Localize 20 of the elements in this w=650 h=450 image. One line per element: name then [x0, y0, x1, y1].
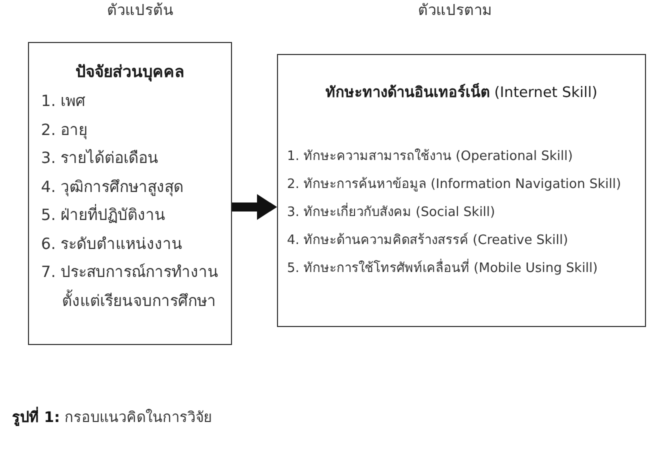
column-heading: ตัวแปรตาม: [418, 0, 492, 20]
list-item: 3. รายได้ต่อเดือน: [41, 148, 159, 170]
list-item: 4. ทักษะด้านความคิดสร้างสรรค์ (Creative Skill): [287, 232, 568, 250]
list-item: 3. ทักษะเกี่ยวกับสังคม (Social Skill): [287, 199, 496, 228]
list-item: 1. เพศ: [41, 91, 87, 112]
list-item: 7. ประสบการณ์การทำงานตั้งแต่เรียนจบการศึกษา: [41, 262, 219, 312]
arrow: [232, 194, 277, 220]
list-item: 6. ระดับตำแหน่งงาน: [41, 234, 183, 255]
box-heading: ปัจจัยส่วนบุคคล: [76, 61, 184, 84]
text-box: [277, 54, 646, 327]
column-heading: ตัวแปรต้น: [107, 0, 173, 20]
text-box: [28, 42, 232, 345]
list-item: 2. อายุ: [41, 120, 89, 142]
figure-caption: รูปที่ 1: กรอบแนวคิดในการวิจัย: [12, 407, 212, 429]
box-heading: ทักษะทางด้านอินเทอร์เน็ต (Internet Skill): [326, 83, 598, 103]
list-item: 5. ทักษะการใช้โทรศัพท์เคลื่อนที่ (Mobile Using Skill): [287, 255, 598, 284]
list-item: 5. ฝ่ายที่ปฏิบัติงาน: [41, 203, 166, 226]
list-item: 4. วุฒิการศึกษาสูงสุด: [41, 176, 184, 198]
list-item: 1. ทักษะความสามารถใช้งาน (Operational Skill): [287, 148, 573, 166]
list-item: 2. ทักษะการค้นหาข้อมูล (Information Navigation Skill): [287, 176, 622, 194]
